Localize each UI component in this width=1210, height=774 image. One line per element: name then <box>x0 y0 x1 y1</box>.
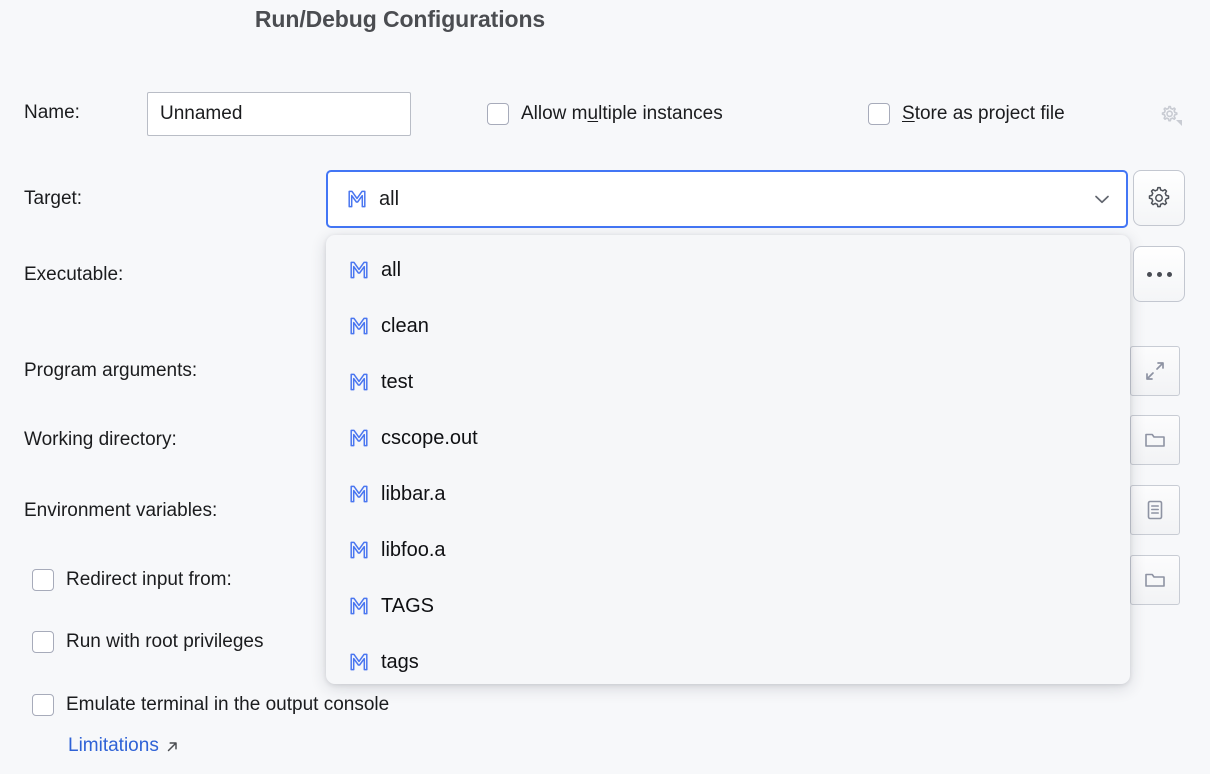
store-as-project-file-checkbox-box[interactable] <box>868 103 890 125</box>
environment-variables-label: Environment variables: <box>24 500 218 521</box>
redirect-input-checkbox-box[interactable] <box>32 569 54 591</box>
environment-variables-button[interactable] <box>1130 485 1180 535</box>
makefile-m-icon <box>350 373 368 391</box>
folder-icon <box>1145 573 1165 587</box>
gear-dropdown-icon[interactable] <box>1155 100 1185 132</box>
makefile-m-icon <box>350 597 368 615</box>
dropdown-item-label: libbar.a <box>381 482 446 505</box>
store-as-project-file-checkbox[interactable]: Store as project file <box>868 103 1065 125</box>
dropdown-item-label: clean <box>381 314 429 337</box>
limitations-link[interactable]: Limitations <box>68 735 180 757</box>
emulate-terminal-checkbox[interactable]: Emulate terminal in the output console <box>32 694 389 716</box>
dropdown-item-label: TAGS <box>381 594 434 617</box>
external-link-arrow-icon <box>167 741 177 751</box>
dropdown-item-clean[interactable]: clean <box>326 298 1130 354</box>
allow-multiple-instances-checkbox-box[interactable] <box>487 103 509 125</box>
target-combo-box[interactable]: all <box>326 170 1128 228</box>
dropdown-item-label: tags <box>381 650 419 673</box>
target-settings-button[interactable] <box>1133 170 1185 226</box>
page-title: Run/Debug Configurations <box>254 6 546 32</box>
target-label: Target: <box>24 188 83 209</box>
name-input[interactable] <box>147 92 411 136</box>
makefile-m-icon <box>350 653 368 671</box>
expand-arrows-icon <box>1146 362 1164 380</box>
dropdown-item-libfoo-a[interactable]: libfoo.a <box>326 522 1130 578</box>
emulate-terminal-checkbox-box[interactable] <box>32 694 54 716</box>
makefile-m-icon <box>348 190 366 208</box>
gear-icon <box>1148 186 1170 208</box>
executable-browse-button[interactable] <box>1133 246 1185 302</box>
target-combo-value: all <box>379 187 400 210</box>
program-arguments-expand-button[interactable] <box>1130 346 1180 396</box>
ellipsis-icon <box>1146 271 1172 277</box>
working-directory-label: Working directory: <box>24 429 177 450</box>
document-list-icon <box>1147 500 1163 520</box>
program-arguments-label: Program arguments: <box>24 360 198 381</box>
working-directory-browse-button[interactable] <box>1130 415 1180 465</box>
target-dropdown-popup[interactable]: all clean test cscope.out libbar.a libfo… <box>326 235 1130 684</box>
redirect-input-checkbox[interactable]: Redirect input from: <box>32 569 232 591</box>
dropdown-item-all[interactable]: all <box>326 242 1130 298</box>
makefile-m-icon <box>350 541 368 559</box>
allow-multiple-instances-label: Allow multiple instances <box>521 103 723 124</box>
run-with-root-checkbox[interactable]: Run with root privileges <box>32 631 263 653</box>
dropdown-item-libbar-a[interactable]: libbar.a <box>326 466 1130 522</box>
redirect-input-browse-button[interactable] <box>1130 555 1180 605</box>
redirect-input-label: Redirect input from: <box>66 569 232 590</box>
makefile-m-icon <box>350 317 368 335</box>
run-with-root-checkbox-box[interactable] <box>32 631 54 653</box>
folder-icon <box>1145 433 1165 447</box>
limitations-link-label: Limitations <box>68 735 159 756</box>
store-as-project-file-label: Store as project file <box>902 103 1065 124</box>
makefile-m-icon <box>350 485 368 503</box>
emulate-terminal-label: Emulate terminal in the output console <box>66 694 390 715</box>
makefile-m-icon <box>350 429 368 447</box>
dropdown-item-TAGS[interactable]: TAGS <box>326 578 1130 634</box>
dropdown-item-label: cscope.out <box>381 426 478 449</box>
run-with-root-label: Run with root privileges <box>66 631 264 652</box>
chevron-down-icon[interactable] <box>1092 189 1112 209</box>
dropdown-item-label: all <box>381 258 402 281</box>
makefile-m-icon <box>350 261 368 279</box>
dropdown-item-label: libfoo.a <box>381 538 446 561</box>
dropdown-item-test[interactable]: test <box>326 354 1130 410</box>
dropdown-item-tags[interactable]: tags <box>326 634 1130 684</box>
executable-label: Executable: <box>24 264 124 285</box>
dropdown-item-label: test <box>381 370 414 393</box>
allow-multiple-instances-checkbox[interactable]: Allow multiple instances <box>487 103 723 125</box>
name-label: Name: <box>24 102 80 123</box>
dropdown-item-cscope-out[interactable]: cscope.out <box>326 410 1130 466</box>
